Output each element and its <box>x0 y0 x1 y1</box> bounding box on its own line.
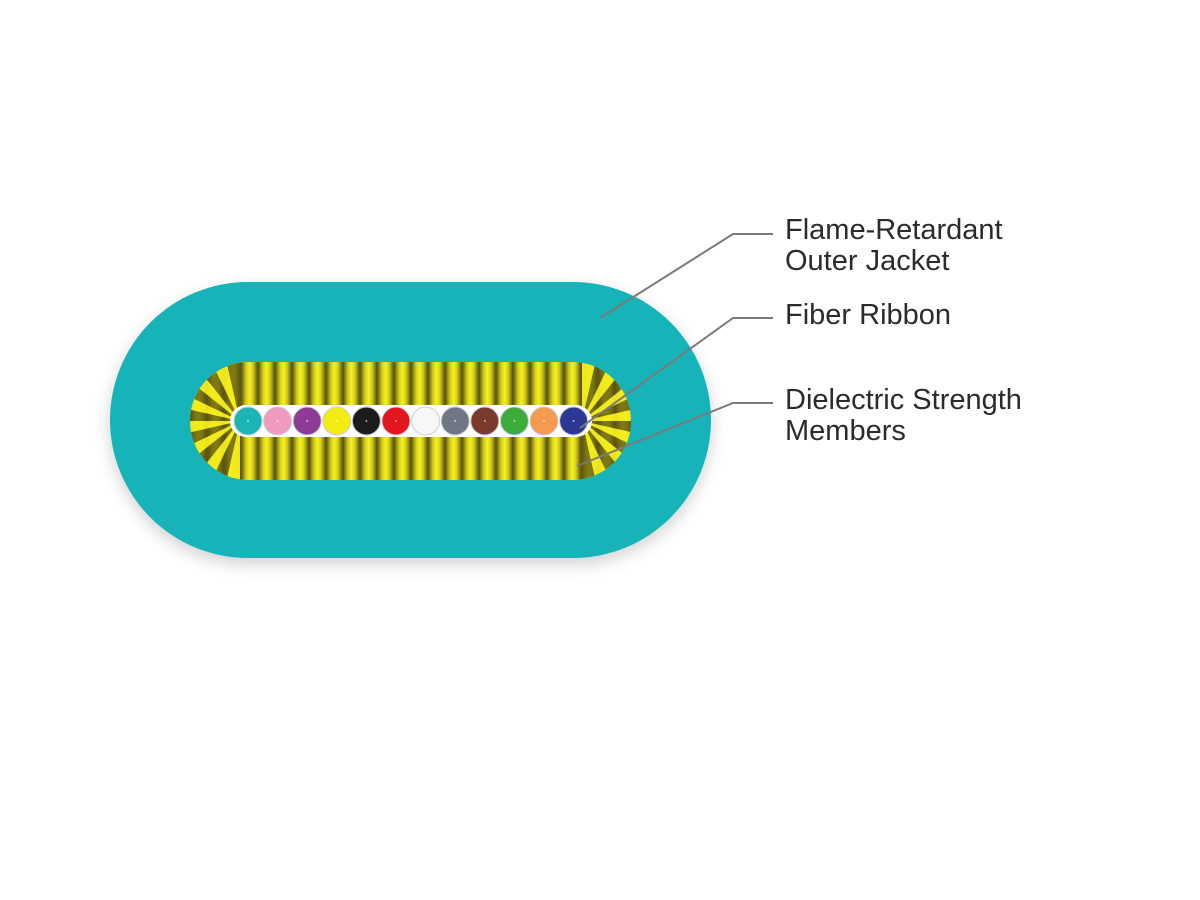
fiber-core-2 <box>276 420 279 422</box>
fiber-core-7 <box>424 420 427 422</box>
fiber-core-4 <box>335 420 338 422</box>
strength-members-right-fan <box>582 362 631 480</box>
fiber-core-5 <box>365 420 368 422</box>
strength-member-yarn-right <box>582 421 631 471</box>
fiber-core-3 <box>306 420 309 422</box>
strength-member-yarn-left <box>190 421 240 471</box>
jacket-label-line1: Flame-Retardant <box>785 214 1003 246</box>
strength-member-yarn-left <box>222 421 240 480</box>
strength-member-yarn-left <box>190 421 240 456</box>
fiber-ribbon-matrix <box>230 405 592 437</box>
strength-member-yarn-right <box>582 421 631 456</box>
strength-member-yarn-left <box>190 421 240 439</box>
fiber-core-9 <box>483 420 486 422</box>
strength-member-yarn-right <box>582 362 600 421</box>
fiber-core-1 <box>247 420 249 422</box>
strength-leader-line <box>576 402 773 467</box>
strength-member-yarn-right <box>582 421 631 439</box>
fiber-core-11 <box>543 420 545 422</box>
fiber-core-12 <box>572 420 575 422</box>
fiber-core-8 <box>454 420 457 422</box>
jacket-leader-line <box>599 233 773 319</box>
fiber-ribbon <box>230 405 592 437</box>
strength-member-yarn-left <box>190 403 240 421</box>
fiber-core-6 <box>395 420 397 422</box>
strength-label-line1: Dielectric Strength <box>785 384 1022 416</box>
ribbon-label: Fiber Ribbon <box>785 299 951 331</box>
strength-label-line2: Members <box>785 415 906 447</box>
jacket-label-line2: Outer Jacket <box>785 245 949 277</box>
strength-member-yarn-right <box>582 371 631 421</box>
ribbon-leader-line <box>579 317 773 429</box>
strength-member-yarn-left <box>190 371 240 421</box>
strength-member-yarn-left <box>222 362 240 421</box>
strength-member-yarn-right <box>582 403 631 421</box>
strength-member-yarn-left <box>190 386 240 421</box>
fiber-core-10 <box>513 420 516 422</box>
fiber-ribbon-fibers <box>233 406 589 436</box>
